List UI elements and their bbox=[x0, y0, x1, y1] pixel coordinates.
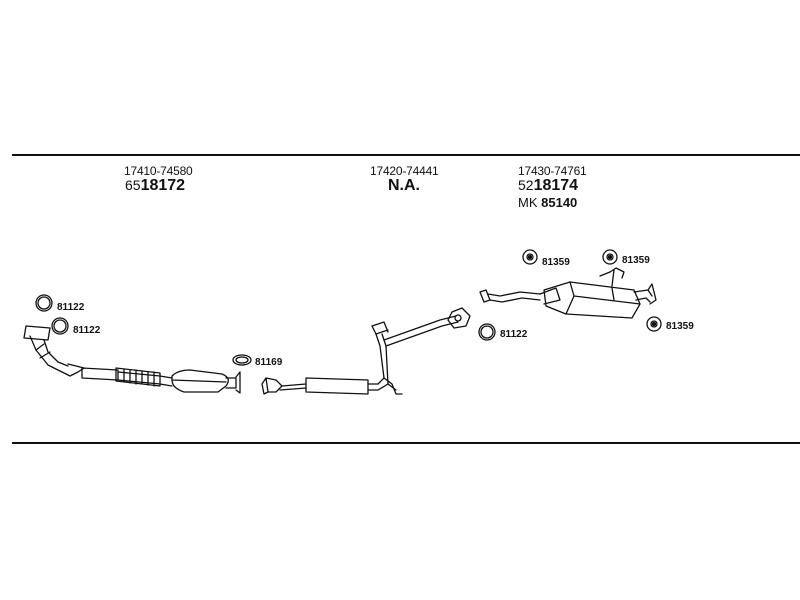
callout-label: 81122 bbox=[500, 329, 528, 340]
mk-number: 85140 bbox=[541, 195, 578, 210]
front-pipe-assembly bbox=[23, 325, 241, 394]
part-number-front-pipe: 17410-74580 bbox=[124, 164, 193, 178]
callout-label: 81359 bbox=[622, 255, 650, 266]
callout-label: 81122 bbox=[73, 325, 101, 336]
catalog-main: 18172 bbox=[140, 177, 186, 194]
part-number-center-pipe: 17420-74441 bbox=[370, 164, 439, 178]
bottom-divider bbox=[12, 442, 800, 444]
callout-label: 81122 bbox=[57, 302, 85, 313]
catalog-prefix: 52 bbox=[518, 177, 534, 193]
catalog-not-available: N.A. bbox=[388, 177, 420, 194]
top-divider bbox=[12, 154, 800, 156]
catalog-prefix: 65 bbox=[125, 177, 141, 193]
mk-prefix: MK bbox=[518, 195, 538, 210]
part-number-rear-muffler: 17430-74761 bbox=[518, 164, 587, 178]
callout-label: 81359 bbox=[666, 321, 694, 332]
catalog-number-rear-muffler: 5218174 bbox=[518, 177, 578, 195]
mounting-kit-number: MK 85140 bbox=[518, 195, 577, 210]
callout-label: 81359 bbox=[542, 257, 570, 268]
rear-muffler-assembly bbox=[479, 267, 657, 319]
callout-symbols bbox=[35, 249, 662, 366]
callout-label: 81169 bbox=[255, 357, 283, 368]
catalog-main: 18174 bbox=[533, 177, 579, 194]
center-pipe-assembly bbox=[261, 307, 471, 395]
catalog-number-front-pipe: 6518172 bbox=[125, 177, 185, 195]
